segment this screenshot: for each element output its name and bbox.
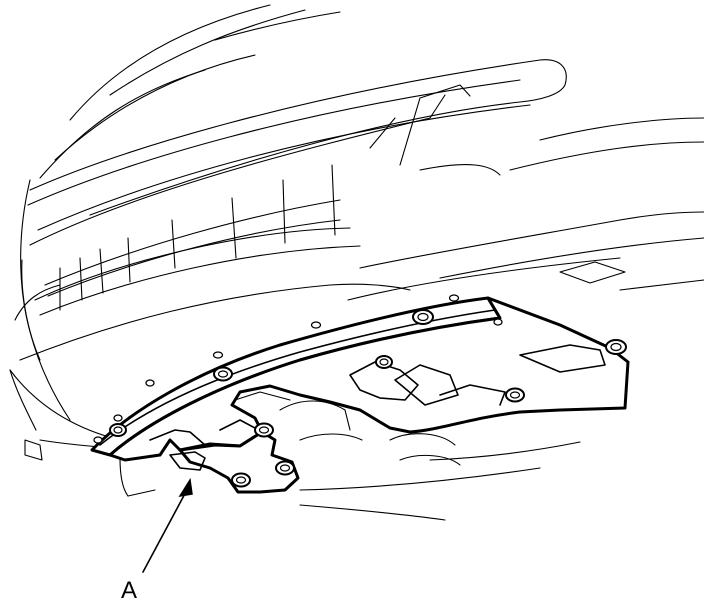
flange-clip-holes (93, 294, 503, 444)
bolt-icon (505, 387, 525, 403)
bolt-icon (412, 309, 434, 325)
clip-hole (212, 351, 224, 359)
clip-hole (145, 379, 155, 387)
engine-undercover (90, 296, 630, 494)
clip-hole (310, 321, 322, 329)
vehicle-body-outline (9, 4, 704, 521)
clip-hole (113, 414, 123, 422)
clip-hole (493, 318, 503, 326)
callout-a-leader (142, 477, 193, 573)
bolt-icon (605, 339, 627, 355)
bolt-icon (109, 423, 127, 437)
bolt-icon (275, 460, 295, 476)
callout-label-a: A (121, 577, 137, 604)
bolt-icon (254, 422, 274, 438)
bolt-icon (213, 366, 233, 382)
mounting-bolts (109, 309, 627, 488)
bolt-icon (231, 472, 251, 488)
arrow-head-icon (178, 477, 193, 498)
bolt-icon (375, 355, 393, 369)
clip-hole (448, 294, 460, 302)
clip-hole (93, 436, 103, 444)
